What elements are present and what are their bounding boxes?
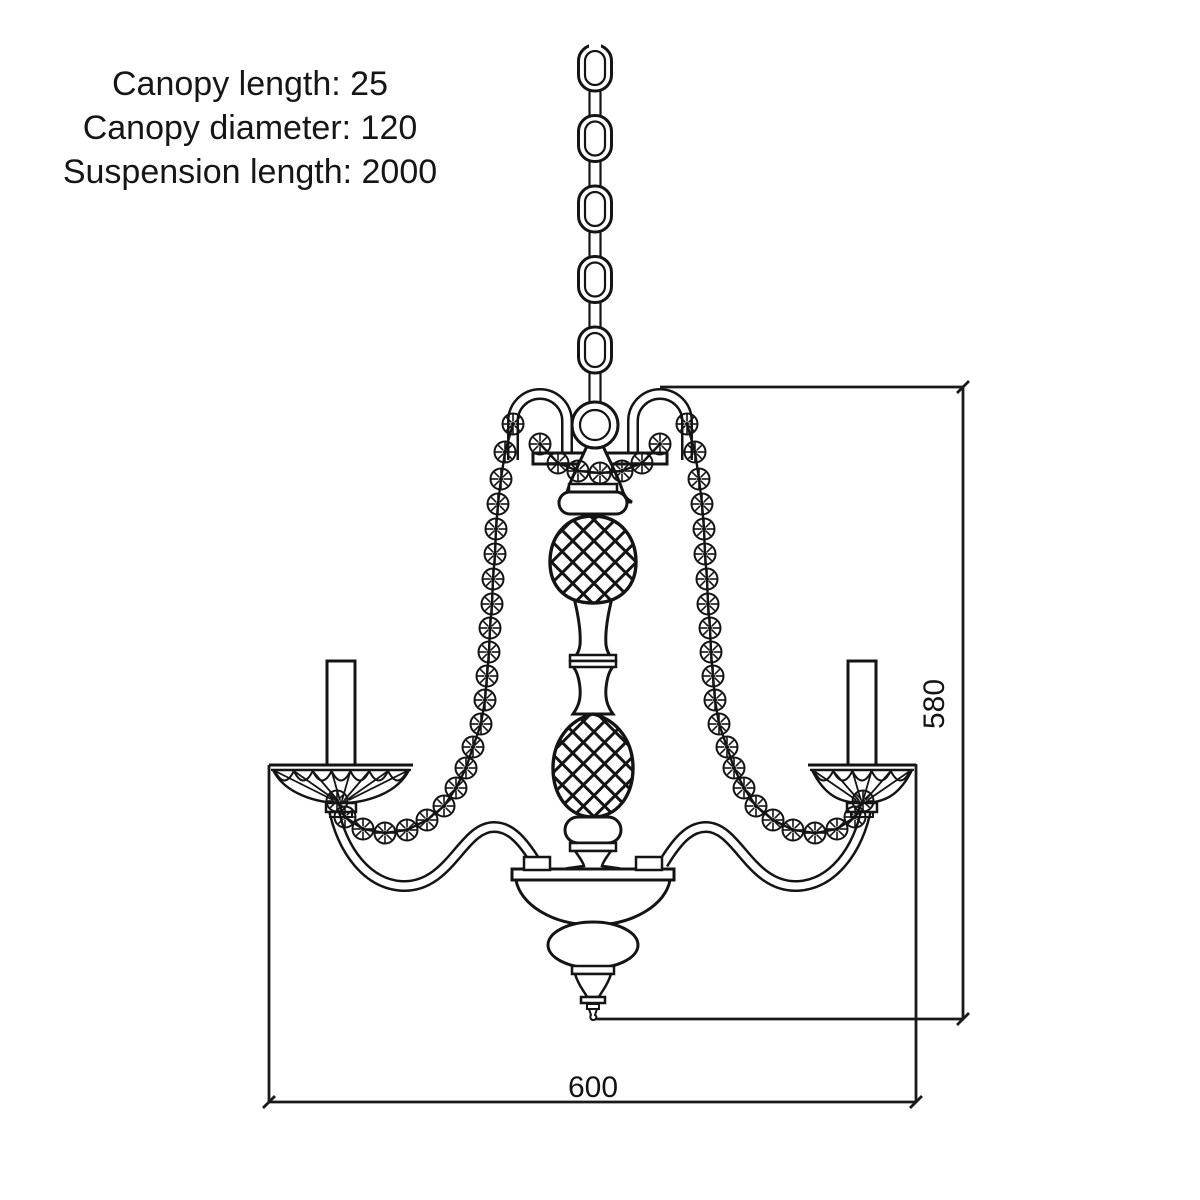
- bottom-body: [510, 855, 676, 1022]
- crystal-swags: [325, 412, 875, 845]
- right-bobeche-and-candle: [808, 659, 916, 818]
- spec-line-suspension-length: Suspension length: 2000: [62, 153, 438, 191]
- suspension-chain: [577, 41, 613, 408]
- width-dimension-label: 600: [568, 1071, 618, 1104]
- dimension-lines: 600 580: [262, 380, 970, 1109]
- center-column: [548, 482, 638, 873]
- spec-line-canopy-length: Canopy length: 25: [112, 65, 388, 103]
- left-bobeche-and-candle: [269, 659, 413, 818]
- spec-line-canopy-diameter: Canopy diameter: 120: [82, 109, 418, 147]
- spec-text-block: Canopy length: 25 Canopy diameter: 120 S…: [28, 62, 472, 194]
- side-arms: [327, 804, 873, 893]
- height-dimension-label: 580: [918, 679, 951, 729]
